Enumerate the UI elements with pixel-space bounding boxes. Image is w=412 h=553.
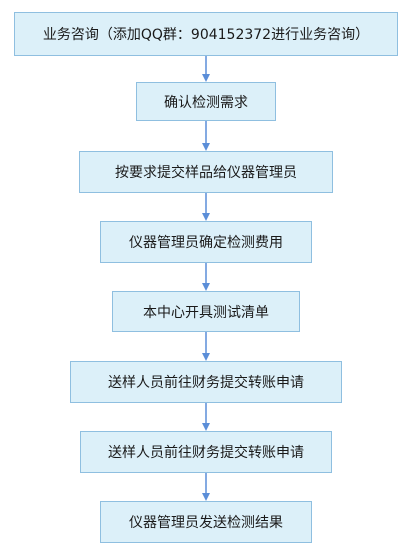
- flow-step-determine-fee: 仪器管理员确定检测费用: [100, 221, 312, 263]
- flow-step-submit-samples: 按要求提交样品给仪器管理员: [79, 151, 333, 193]
- flow-step-transfer-request-2: 送样人员前往财务提交转账申请: [80, 431, 332, 473]
- flow-step-transfer-request-1: 送样人员前往财务提交转账申请: [70, 361, 342, 403]
- flow-step-send-results: 仪器管理员发送检测结果: [100, 501, 312, 543]
- flow-step-consultation: 业务咨询（添加QQ群：904152372进行业务咨询）: [14, 12, 398, 56]
- flow-step-confirm-requirements: 确认检测需求: [136, 82, 276, 121]
- flow-step-issue-test-list: 本中心开具测试清单: [112, 291, 300, 332]
